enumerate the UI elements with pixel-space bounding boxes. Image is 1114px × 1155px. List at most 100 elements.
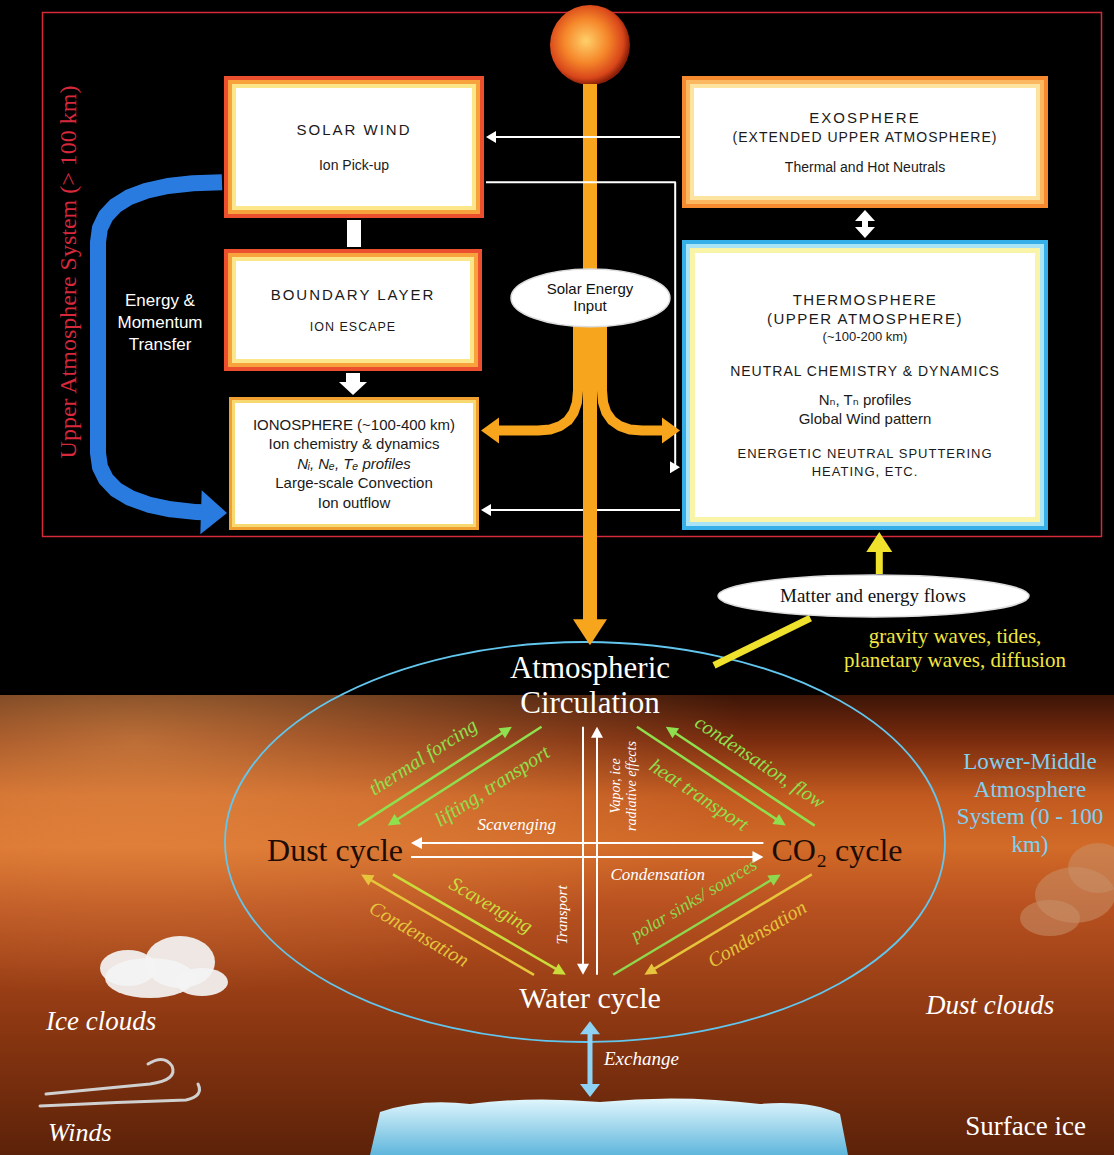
node-text: Ion Pick-up xyxy=(319,156,389,174)
connector xyxy=(481,324,578,444)
node-text: ION ESCAPE xyxy=(310,319,396,335)
node-title: THERMOSPHERE xyxy=(793,290,938,310)
arrowhead xyxy=(481,504,491,516)
arrowhead xyxy=(772,814,785,826)
edge-label: Energy & Momentum Transfer xyxy=(112,290,208,356)
flows-ellipse: Matter and energy flows xyxy=(717,574,1030,618)
connector xyxy=(573,326,607,645)
connector xyxy=(577,727,589,975)
arrowhead xyxy=(580,1021,600,1034)
edge-label: Condensation xyxy=(703,896,810,973)
edge-label: Scavenging xyxy=(478,815,556,835)
connector-line xyxy=(347,220,361,247)
connector-line xyxy=(98,182,222,512)
connector xyxy=(602,324,680,444)
cycle-term: CO₂ cycle xyxy=(767,830,906,871)
edge-label: Vapor, ice radiative effects xyxy=(608,736,640,836)
node-title: BOUNDARY LAYER xyxy=(271,285,436,305)
arrowhead xyxy=(670,461,680,473)
connector-line xyxy=(876,550,883,574)
edge-label: heat transport xyxy=(645,754,753,836)
node-text: Matter and energy flows xyxy=(780,585,966,607)
node-heading: ENERGETIC NEUTRAL SPUTTERING HEATING, ET… xyxy=(715,445,1015,480)
node-text: Ion chemistry & dynamics xyxy=(269,434,440,454)
sun xyxy=(550,5,630,85)
circulation-term: Atmospheric Circulation xyxy=(470,649,710,722)
arrowhead xyxy=(388,814,401,826)
wind-stroke xyxy=(40,1084,200,1106)
node-text: Surface ice xyxy=(965,1111,1086,1142)
node-text: Water cycle xyxy=(519,981,661,1016)
ionosphere-box: IONOSPHERE (~100-400 km)Ion chemistry & … xyxy=(232,400,476,527)
connector xyxy=(354,220,355,247)
wind-stroke xyxy=(46,1059,173,1094)
arrowhead xyxy=(486,131,496,143)
connector xyxy=(591,727,603,975)
space-background xyxy=(0,0,1114,695)
connector xyxy=(411,837,763,849)
edge-label: thermal forcing xyxy=(364,714,481,801)
ellipse-shape xyxy=(511,269,670,327)
illustration-label: Dust clouds xyxy=(926,990,1054,1021)
node-text: (~100-200 km) xyxy=(823,329,908,346)
flow-note: gravity waves, tides, planetary waves, d… xyxy=(842,624,1068,672)
edge-label: Scavenging xyxy=(445,872,536,938)
node-text: Nₙ, Tₙ profiles xyxy=(819,390,912,410)
arrowhead xyxy=(200,490,227,534)
thermosphere-box: THERMOSPHERE(UPPER ATMOSPHERE)(~100-200 … xyxy=(690,248,1040,522)
connector-line xyxy=(596,736,598,975)
arrowhead xyxy=(481,417,499,443)
arrowhead xyxy=(855,210,875,221)
edge-label: Exchange xyxy=(604,1048,679,1070)
system-label: Lower-Middle Atmosphere System (0 - 100 … xyxy=(955,748,1105,858)
lower-system-ellipse xyxy=(225,642,945,1042)
connector xyxy=(855,210,875,238)
node-text: Dust cycle xyxy=(267,832,403,869)
cloud-puff xyxy=(176,968,228,996)
arrowhead xyxy=(577,964,589,975)
arrowhead xyxy=(855,227,875,238)
connector-line xyxy=(582,727,584,966)
connector-line xyxy=(486,182,675,467)
illustration-label: Ice clouds xyxy=(46,1006,156,1037)
connector-line xyxy=(588,1032,593,1086)
arrowhead xyxy=(361,874,374,885)
arrowhead xyxy=(580,1084,600,1097)
node-title: SOLAR WIND xyxy=(296,120,411,140)
node-text: Atmospheric Circulation xyxy=(474,651,706,720)
wind-swirls xyxy=(40,1059,200,1106)
connector xyxy=(98,182,227,534)
cycle-term: Water cycle xyxy=(515,979,665,1018)
connector xyxy=(866,532,892,574)
node-text: Global Wind pattern xyxy=(799,409,932,429)
node-text: Solar Energy Input xyxy=(535,281,645,314)
arrowhead xyxy=(666,727,679,739)
node-text: Nᵢ, Nₑ, Tₑ profiles xyxy=(297,454,411,474)
system-label: Upper Atmosphere System (> 100 km) xyxy=(55,86,82,459)
arrowhead xyxy=(573,619,607,645)
dust-puff xyxy=(1020,900,1080,936)
solar-energy-ellipse: Solar Energy Input xyxy=(510,268,671,328)
surface-ice-block xyxy=(370,1098,848,1155)
arrowhead xyxy=(662,417,680,443)
connector-line xyxy=(583,326,597,621)
arrowhead xyxy=(411,837,422,849)
cycle-term: Dust cycle xyxy=(263,830,407,871)
horizon-glow xyxy=(0,695,1114,1155)
arrowhead xyxy=(339,382,367,395)
edge-label: Condensation xyxy=(610,865,704,885)
illustration-label: Winds xyxy=(48,1119,112,1148)
cloud-puff xyxy=(100,950,156,986)
node-text: Large-scale Convection xyxy=(275,473,433,493)
node-text: CO₂ cycle xyxy=(771,832,902,869)
edge-label: Transport xyxy=(554,886,571,945)
dust-cloud xyxy=(1020,843,1114,936)
connector-line xyxy=(602,324,664,431)
solar-wind-box: SOLAR WIND Ion Pick-up xyxy=(232,84,476,210)
connector xyxy=(714,618,810,665)
connector-line xyxy=(494,136,680,138)
node-subtitle: (EXTENDED UPPER ATMOSPHERE) xyxy=(733,128,998,146)
connector xyxy=(481,504,680,516)
connector xyxy=(486,131,680,143)
